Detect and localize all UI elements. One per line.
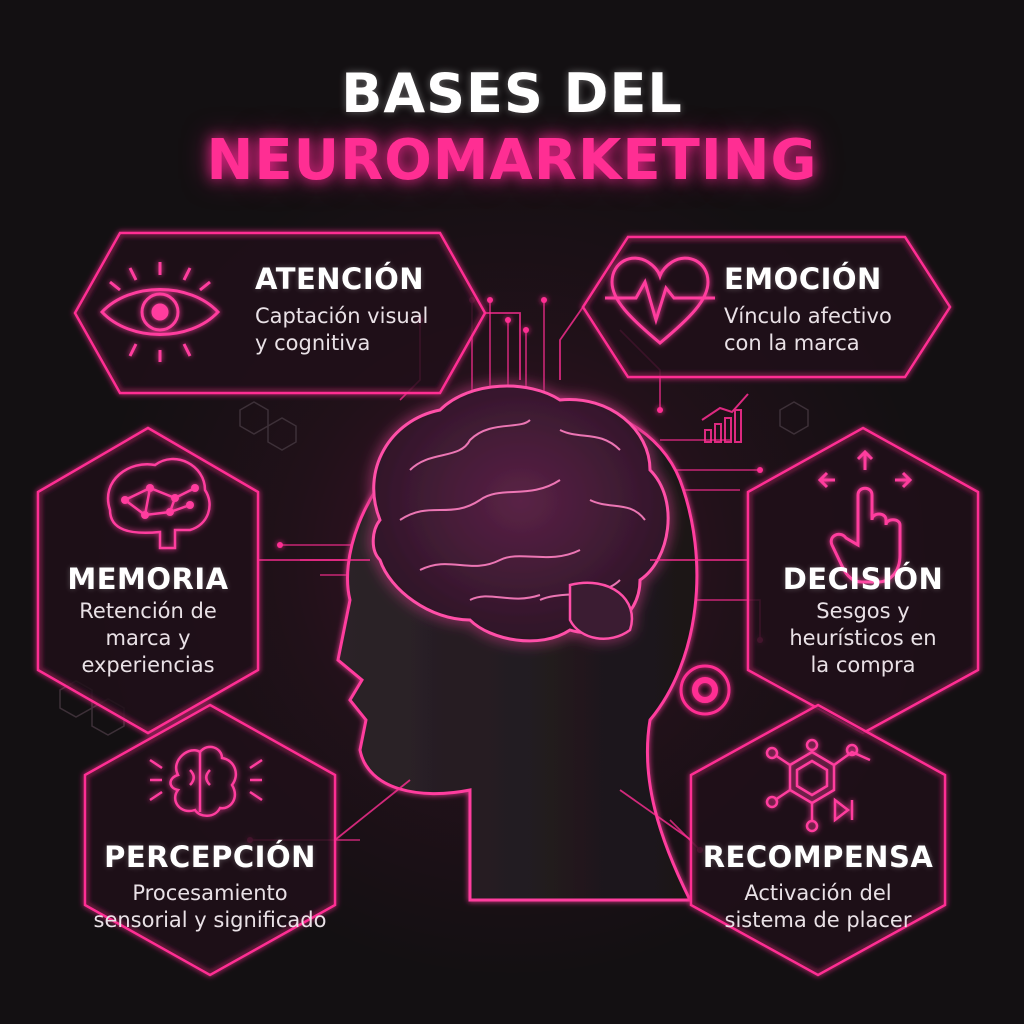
panel-title: DECISIÓN [782,562,944,596]
eye-icon [99,262,221,362]
brain-illustration [371,384,670,643]
hand-touch-icon [817,449,913,584]
panel-frames [36,231,980,977]
panel-title: EMOCIÓN [724,262,882,296]
connectors [258,306,748,841]
panel-description: Activación del sistema de placer [724,881,912,932]
page-title-line2: NEUROMARKETING [206,128,818,193]
heart-pulse-icon [605,256,715,345]
molecule-icon [765,738,871,833]
brain-senses-icon [149,745,263,817]
page-title-line1: BASES DEL [341,62,683,125]
panel-frame-atencion [73,231,487,395]
panel-title: RECOMPENSA [702,840,934,874]
target-circle-icon [679,664,731,716]
panel-description: Captación visual y cognitiva [255,304,429,355]
panel-title: PERCEPCIÓN [104,840,316,874]
panel-frame-memoria [36,426,260,735]
panel-title: MEMORIA [67,562,229,596]
panel-description: Sesgos y heurísticos en la compra [789,599,937,677]
panel-description: Retención de marca y experiencias [79,599,217,677]
panel-title: ATENCIÓN [255,262,425,296]
brain-network-icon [106,457,211,550]
panel-frame-percepcion [83,703,337,977]
panel-frame-recompensa [689,703,947,977]
panel-description: Procesamiento sensorial y significado [93,881,327,932]
panel-description: Vínculo afectivo con la marca [724,304,892,355]
bar-chart-icon [701,393,749,443]
